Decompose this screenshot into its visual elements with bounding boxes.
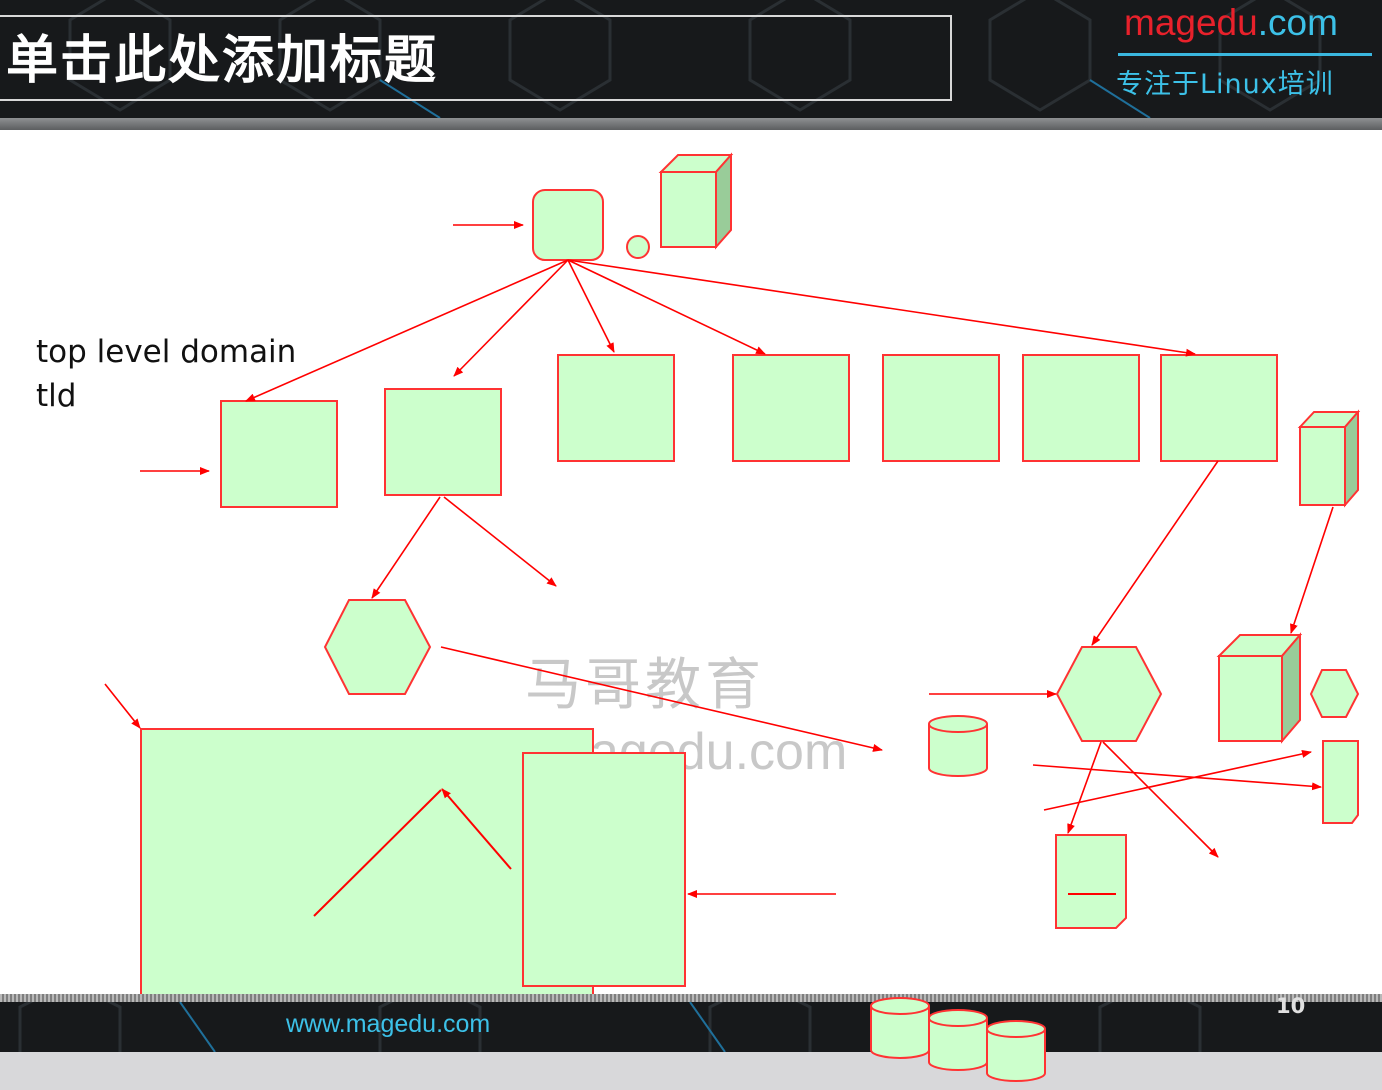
- hexagon-small[interactable]: [1309, 669, 1360, 718]
- tld-box-2[interactable]: [384, 388, 502, 496]
- arrow-tld2-hex: [371, 496, 441, 599]
- arrow-to-doc-small: [1032, 764, 1322, 791]
- logo-brand: magedu: [1124, 2, 1258, 43]
- slide-header: [0, 0, 1382, 118]
- arrow-hex-down: [1102, 741, 1219, 858]
- caret-arrow: [441, 788, 512, 870]
- footer-divider: [0, 994, 1382, 1002]
- arrow-tld7-hex: [1091, 460, 1219, 646]
- tld-label-line-1: top level domain: [36, 334, 297, 370]
- hexagon-left[interactable]: [323, 599, 432, 695]
- caret-line: [313, 789, 442, 917]
- title-box[interactable]: [0, 15, 952, 101]
- logo-tagline: 专注于Linux培训: [1116, 69, 1334, 100]
- header-band: [0, 118, 1382, 130]
- tld-box-4[interactable]: [732, 354, 850, 462]
- arrow-diag-bigbox: [104, 683, 141, 729]
- arrow-cube-cube: [1290, 506, 1334, 634]
- logo-tld: .com: [1257, 2, 1338, 43]
- arrow-root-tld3: [567, 259, 615, 353]
- big-box-right[interactable]: [522, 752, 686, 987]
- cube-right[interactable]: [1297, 409, 1361, 508]
- tld-box-5[interactable]: [882, 354, 1000, 462]
- arrow-root-tld2: [453, 259, 569, 377]
- arrow-up-right: [1043, 750, 1312, 811]
- arrow-root-tld7: [567, 259, 1196, 357]
- page-number: 10: [1276, 994, 1306, 1018]
- footer-hexagon-pattern: [18, 1002, 1202, 1052]
- arrow-tld2-right: [443, 496, 557, 587]
- watermark-chinese: 马哥教育: [525, 653, 765, 718]
- arrow-hex-cylinder: [440, 646, 883, 752]
- root-node[interactable]: [532, 189, 604, 261]
- slide-title[interactable]: 单击此处添加标题: [6, 30, 439, 91]
- arrow-hex-doc: [1067, 741, 1102, 834]
- tld-box-6[interactable]: [1022, 354, 1140, 462]
- tld-box-7[interactable]: [1160, 354, 1278, 462]
- footer-url[interactable]: www.magedu.com: [286, 1010, 491, 1038]
- document-large[interactable]: [1055, 834, 1127, 929]
- arrow-root-tld1: [245, 259, 569, 402]
- logo-underline: [1118, 53, 1372, 56]
- tld-label: top level domain tld: [36, 330, 296, 418]
- arrow-root-tld4: [567, 259, 766, 355]
- cube-mid-right[interactable]: [1216, 632, 1303, 744]
- database-cylinder[interactable]: [928, 715, 988, 777]
- tld-box-1[interactable]: [220, 400, 338, 508]
- hexagon-right[interactable]: [1055, 646, 1163, 742]
- tld-label-line-2: tld: [36, 378, 77, 414]
- slide-footer: [0, 1002, 1382, 1052]
- hexagon-pattern: [68, 0, 1322, 118]
- footer-gray-band: [0, 1052, 1382, 1090]
- tld-box-3[interactable]: [557, 354, 675, 462]
- brand-logo: magedu.com: [1124, 2, 1338, 44]
- small-circle[interactable]: [626, 235, 650, 259]
- cube-top[interactable]: [658, 152, 734, 250]
- document-small[interactable]: [1322, 740, 1359, 824]
